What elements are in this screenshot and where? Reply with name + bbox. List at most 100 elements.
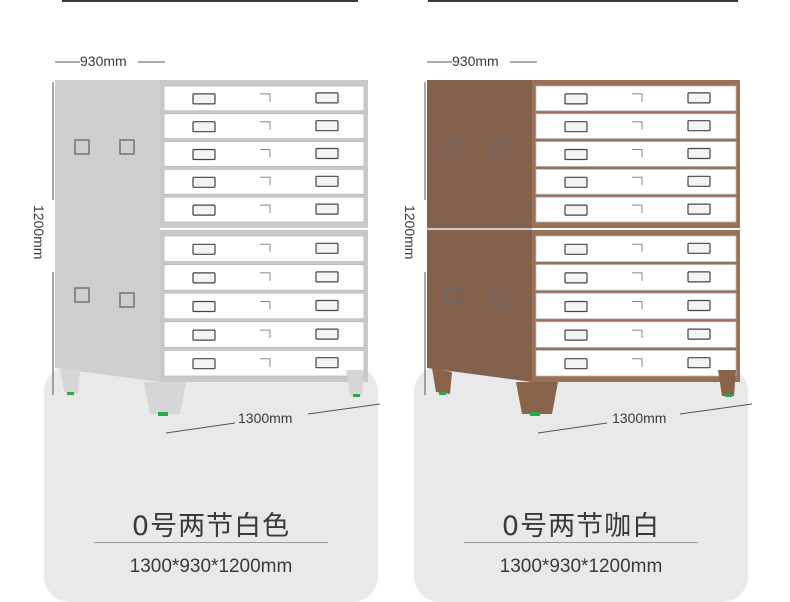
width-dim-line [307, 403, 381, 415]
side-handle-icon [74, 139, 90, 155]
drawer-handle-icon [687, 357, 711, 369]
label-holder-icon [260, 93, 271, 102]
drawer-handle-icon [687, 175, 711, 187]
leg-foot [353, 394, 360, 397]
drawer-handle-icon [315, 242, 339, 254]
drawer-handle-icon [192, 204, 216, 216]
drawer-handle-icon [687, 120, 711, 132]
drawer-handle-icon [192, 93, 216, 105]
side-handle-icon [119, 139, 135, 155]
label-holder-icon [632, 93, 643, 102]
side-panel [427, 80, 532, 228]
label-holder-icon [632, 358, 643, 367]
drawer-handle-icon [687, 147, 711, 160]
label-holder-icon [260, 329, 271, 339]
product-card-coffee[interactable]: 0号两节咖白 1300*930*1200mm [414, 366, 748, 602]
leg-foot [530, 412, 540, 416]
width-label-right: 1300mm [612, 410, 667, 426]
side-handle-icon [491, 139, 507, 155]
height-label-left: 1200mm [31, 205, 47, 260]
drawer-handle-icon [564, 93, 588, 105]
drawer-handle-icon [564, 148, 588, 161]
label-holder-icon [260, 272, 271, 281]
label-holder-icon [632, 301, 643, 310]
drawer-handle-icon [564, 121, 588, 133]
leg [144, 382, 186, 414]
label-holder-icon [260, 176, 271, 186]
drawer-handle-icon [564, 300, 588, 313]
leg [346, 370, 364, 396]
drawer-handle-icon [192, 243, 216, 255]
width-label-left: 1300mm [238, 410, 293, 426]
side-handle-icon [119, 292, 135, 308]
drawer-handle-icon [564, 243, 588, 255]
product-size: 1300*930*1200mm [499, 556, 663, 577]
card-divider [464, 542, 698, 543]
label-holder-icon [632, 121, 643, 130]
drawer-handle-icon [315, 120, 339, 132]
drawer-handle-icon [687, 242, 711, 254]
drawer-handle-icon [192, 300, 216, 313]
label-holder-icon [632, 272, 643, 281]
label-holder-icon [260, 243, 271, 253]
label-holder-icon [260, 149, 271, 158]
leg-foot [439, 392, 446, 395]
drawer-handle-icon [564, 272, 588, 284]
drawer-handle-icon [687, 92, 711, 104]
leg [432, 368, 452, 394]
leg-foot [725, 394, 732, 397]
drawer-handle-icon [564, 358, 588, 370]
side-panel [55, 80, 160, 228]
side-handle-icon [74, 287, 90, 303]
drawer-handle-icon [315, 328, 339, 340]
leg [516, 382, 558, 414]
drawer-handle-icon [564, 176, 588, 188]
depth-label-left: 930mm [80, 53, 127, 69]
label-holder-icon [260, 358, 271, 367]
label-holder-icon [632, 329, 643, 339]
top-divider-left [62, 0, 358, 2]
label-holder-icon [632, 204, 643, 214]
drawer-handle-icon [315, 175, 339, 187]
width-dim-line [165, 422, 236, 434]
side-panel [427, 230, 532, 382]
drawer-handle-icon [192, 176, 216, 188]
height-label-right: 1200mm [402, 205, 418, 260]
label-holder-icon [260, 121, 271, 130]
label-holder-icon [632, 149, 643, 158]
drawer-handle-icon [315, 203, 339, 215]
drawer-handle-icon [192, 358, 216, 370]
drawer-handle-icon [192, 272, 216, 284]
top-divider-right [428, 0, 738, 2]
label-holder-icon [260, 204, 271, 214]
product-size: 1300*930*1200mm [129, 556, 293, 577]
product-name: 0号两节咖白 [501, 511, 661, 542]
drawer-handle-icon [315, 357, 339, 369]
drawer-handle-icon [564, 204, 588, 216]
drawer-handle-icon [315, 271, 339, 283]
drawer-handle-icon [315, 299, 339, 312]
drawer-handle-icon [687, 328, 711, 340]
leg-foot [67, 392, 74, 395]
label-holder-icon [632, 243, 643, 253]
leg [718, 370, 736, 396]
drawer-handle-icon [192, 121, 216, 133]
drawer-handle-icon [687, 271, 711, 283]
drawer-handle-icon [315, 147, 339, 160]
side-handle-icon [491, 292, 507, 308]
leg-foot [158, 412, 168, 416]
drawer-handle-icon [315, 92, 339, 104]
side-panel [55, 230, 160, 382]
card-divider [94, 542, 328, 543]
width-dim-line [679, 403, 753, 415]
drawer-handle-icon [687, 203, 711, 215]
drawer-handle-icon [687, 299, 711, 312]
depth-label-right: 930mm [452, 53, 499, 69]
width-dim-line [537, 422, 608, 434]
side-handle-icon [446, 139, 462, 155]
drawer-handle-icon [192, 148, 216, 161]
label-holder-icon [632, 176, 643, 186]
product-card-white[interactable]: 0号两节白色 1300*930*1200mm [44, 366, 378, 602]
